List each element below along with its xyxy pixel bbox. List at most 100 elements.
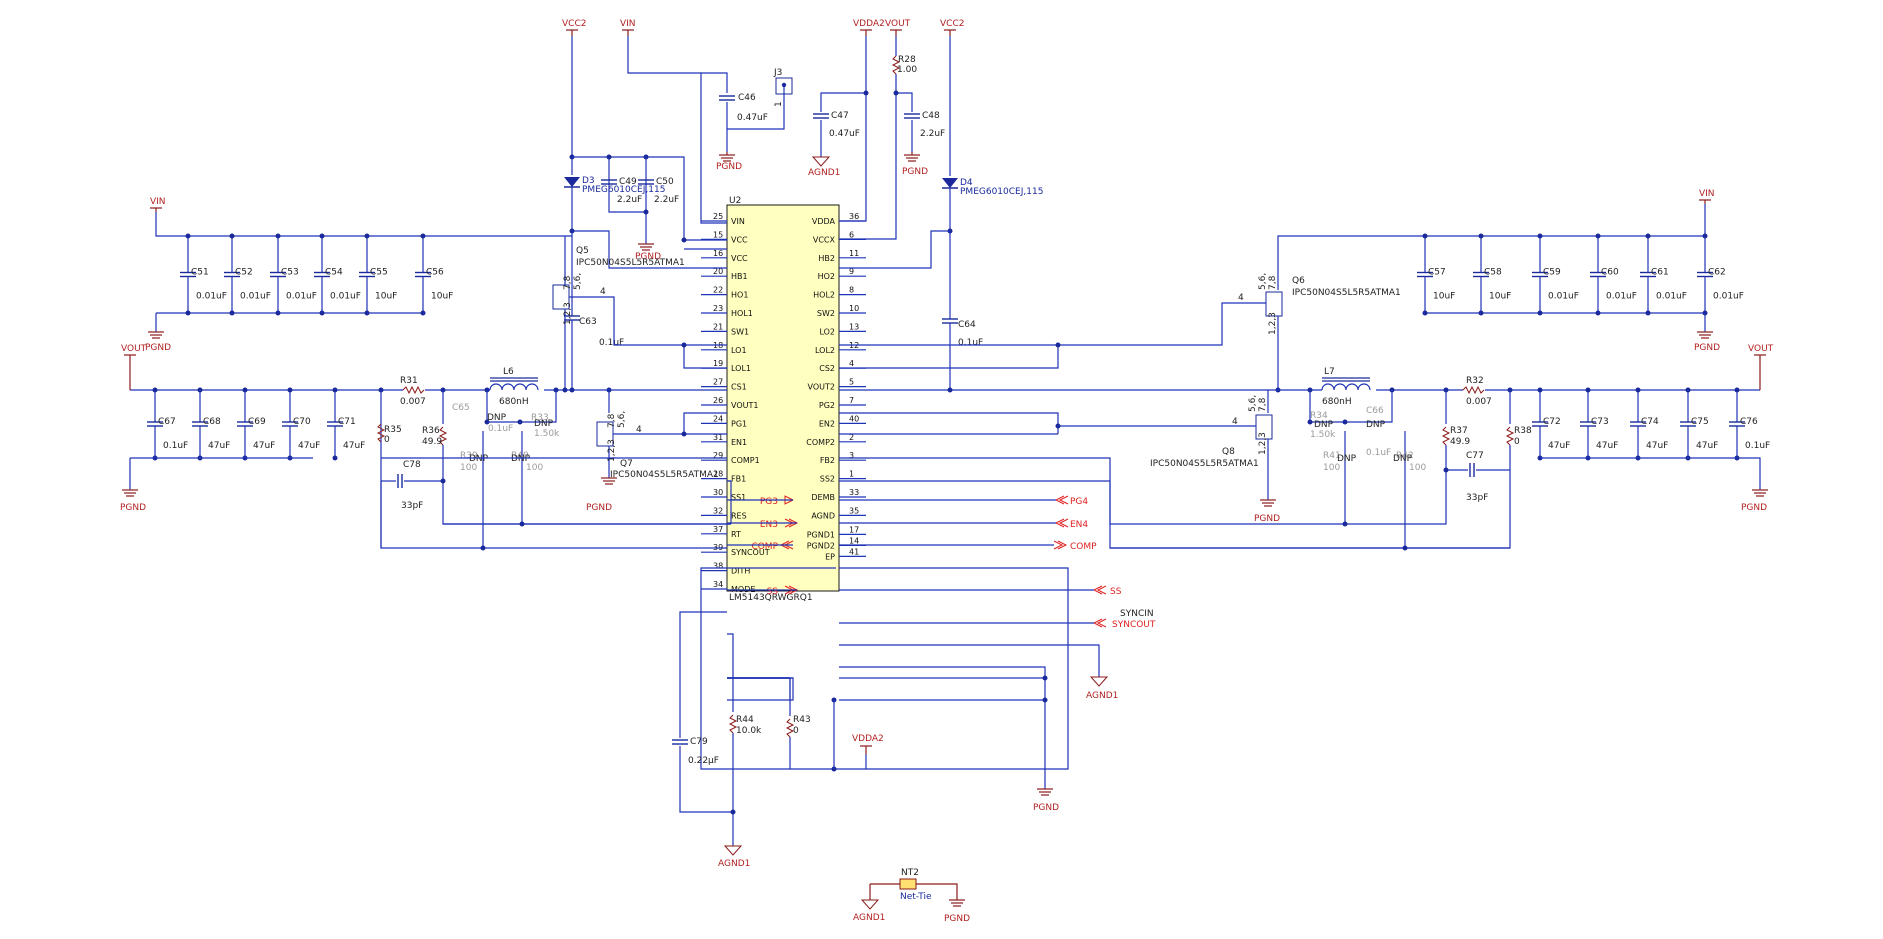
junction (1478, 310, 1484, 316)
ic-pin-number: 29 (713, 451, 723, 460)
l7-val: 680nH (1322, 397, 1352, 407)
wire-out-gnd-right (1540, 457, 1761, 490)
cap-value: 0.1uF (163, 441, 188, 451)
ic-pin-number: 8 (849, 286, 854, 295)
dnp-label: DNP (511, 454, 531, 464)
junction (275, 310, 281, 316)
resistor-r35 (376, 423, 386, 443)
junction (863, 90, 869, 96)
junction (781, 82, 787, 88)
right-output-stage: L7 680nH R32 0.007 VOUT C7247uFC7347uFC7… (839, 344, 1774, 551)
ic-pin-number: 17 (849, 525, 859, 534)
l6-val: 680nH (499, 397, 529, 407)
ic-pin-number: 10 (849, 304, 859, 313)
junction (420, 310, 426, 316)
signal-ports: PG3 EN3 COMP SS PG4 EN4 COMP SS SYNCIN S… (727, 495, 1156, 630)
net-vcc2-left: VCC2 (562, 19, 586, 29)
wire-rt (727, 633, 734, 712)
ic-pin-number: 9 (849, 267, 854, 276)
wire-ho1 (569, 296, 727, 346)
wire-cs2 (839, 457, 1510, 549)
r31-val: 0.007 (400, 397, 426, 407)
r38-val: 0 (1514, 437, 1520, 447)
net-pgnd: PGND (586, 503, 612, 513)
ic-pin-name: HO1 (731, 291, 748, 300)
cap-ref: C74 (1641, 417, 1659, 427)
ic-pin-number: 38 (713, 562, 723, 571)
dnp-label: DNP (1393, 454, 1413, 464)
q8-part: IPC50N04S5L5R5ATMA1 (1150, 459, 1259, 469)
junction (1042, 675, 1048, 681)
net-tie-nt2: NT2 Net-Tie AGND1 PGND (853, 868, 970, 924)
junction (275, 233, 281, 239)
net-vout-top: VOUT (885, 19, 911, 29)
c50-val: 2.2uF (654, 195, 679, 205)
port-ss-left: SS (767, 587, 779, 597)
cap-ref: C75 (1691, 417, 1709, 427)
ic-pin-name: PG1 (731, 419, 747, 428)
cap-ref: C56 (426, 268, 444, 278)
pgnd-symbol: PGND (1741, 489, 1768, 513)
q7-pins-78: 7,8 (607, 413, 617, 428)
ic-pin-number: 41 (849, 547, 859, 556)
ic-pin-name: HOL2 (813, 291, 835, 300)
wire-hb2 (839, 230, 950, 269)
wire-fb2 (839, 567, 1069, 608)
cap-ref: C55 (370, 268, 388, 278)
ic-pin-name: PGND1 (807, 530, 835, 539)
junction (1422, 310, 1428, 316)
junction (681, 237, 687, 243)
r33-ref: R33 (531, 413, 549, 423)
pgnd-symbol: PGND (1694, 331, 1720, 353)
net-vin-right: VIN (1699, 189, 1715, 199)
net-pgnd: PGND (944, 914, 970, 924)
cap-value: 0.01uF (286, 292, 317, 302)
net-vdda2-bottom: VDDA2 (852, 734, 884, 744)
ic-pin-number: 40 (849, 414, 859, 423)
q8-pins-ds: 5,6, (1248, 395, 1258, 412)
cap-value: 10uF (375, 292, 397, 302)
cap-value: 47uF (298, 441, 320, 451)
ic-pin-name: COMP2 (806, 438, 835, 447)
r32-ref: R32 (1466, 376, 1484, 386)
junction (185, 233, 191, 239)
net-vdda2-top: VDDA2 (853, 19, 885, 29)
port-comp-right: COMP (1070, 542, 1097, 552)
wire-vcc-bus (572, 156, 727, 241)
r28-ref: R28 (898, 55, 916, 65)
net-pgnd: PGND (635, 252, 661, 262)
net-pgnd: PGND (1033, 803, 1059, 813)
ic-pin-number: 22 (713, 286, 723, 295)
ic-pin-name: LO2 (819, 327, 835, 336)
ic-pin-number: 6 (849, 230, 854, 239)
net-agnd1-top: AGND1 (808, 168, 840, 178)
agnd1-symbol (1089, 676, 1109, 687)
ic-pin-name: DEMB (811, 493, 835, 502)
pgnd-symbol: PGND (944, 899, 970, 924)
net-pgnd: PGND (1694, 343, 1720, 353)
r34-ref: R34 (1310, 411, 1328, 421)
junction (440, 478, 446, 484)
q5-pins-ds: 5,6, (573, 273, 583, 290)
wire-pgnd1 (839, 666, 1046, 789)
r37-val: 49.9 (1450, 437, 1470, 447)
ic-pin-name: VDDA (812, 217, 836, 226)
ic-pin-number: 31 (713, 433, 723, 442)
ic-pin-number: 21 (713, 322, 723, 331)
ic-pin-number: 33 (849, 488, 859, 497)
r43-val: 0 (793, 726, 799, 736)
wire-hb1 (571, 187, 727, 269)
junction (1537, 387, 1543, 393)
junction (1537, 310, 1543, 316)
junction (1055, 342, 1061, 348)
ic-body (726, 204, 840, 592)
right-fets: 4 Q6 IPC50N04S5L5R5ATMA1 5,6, 7,8 1,2,3 … (839, 272, 1401, 524)
junction (319, 310, 325, 316)
c77-val: 33pF (1466, 493, 1488, 503)
junction (1537, 233, 1543, 239)
ic-pin-number: 36 (849, 212, 859, 221)
junction (319, 233, 325, 239)
right-input-caps: VIN C5710uFC5810uFC590.01uFC600.01uFC610… (1277, 189, 1744, 353)
cap-value: 0.01uF (1606, 292, 1637, 302)
q5-part: IPC50N04S5L5R5ATMA1 (576, 258, 685, 268)
